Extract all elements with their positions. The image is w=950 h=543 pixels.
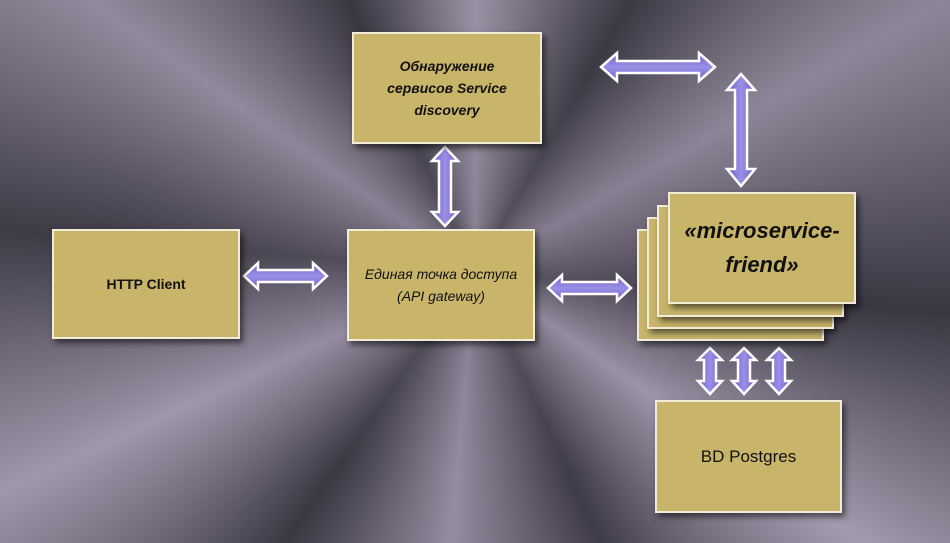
postgres-db-label: BD Postgres <box>700 446 797 466</box>
double-arrow-icon <box>694 346 726 396</box>
http-client-node: HTTP Client <box>52 229 240 339</box>
service-discovery-label: Обнаружение сервисов Service discovery <box>387 58 507 118</box>
service-discovery-node: Обнаружение сервисов Service discovery <box>352 32 542 144</box>
microservice-friend-node: «microservice-friend» <box>668 192 856 304</box>
api-gateway-label: Единая точка доступа (API gateway) <box>364 266 518 304</box>
double-arrow-icon <box>242 260 329 292</box>
double-arrow-icon <box>763 346 795 396</box>
double-arrow-icon <box>546 272 633 304</box>
double-arrow-icon <box>728 346 760 396</box>
postgres-db-node: BD Postgres <box>655 400 842 513</box>
double-arrow-icon <box>724 72 758 188</box>
double-arrow-icon <box>599 50 717 84</box>
microservice-friend-label: «microservice-friend» <box>684 218 840 277</box>
api-gateway-node: Единая точка доступа (API gateway) <box>347 229 535 341</box>
http-client-label: HTTP Client <box>106 276 186 292</box>
double-arrow-icon <box>429 145 461 228</box>
